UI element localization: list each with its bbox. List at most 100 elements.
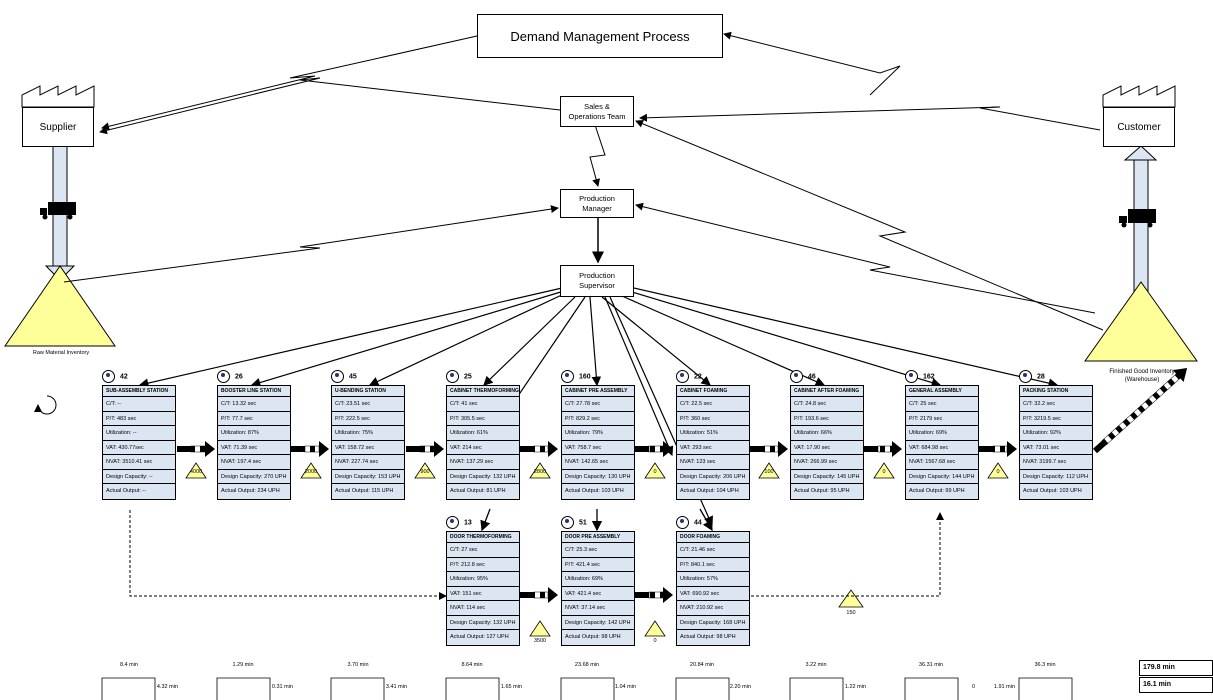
information-flows <box>63 31 1104 331</box>
wait-time: 8.64 min <box>461 662 483 668</box>
process-metric-util: Utilization: 87% <box>218 426 290 441</box>
operator-count-value: 26 <box>235 373 243 381</box>
supplier-truck-icon <box>40 202 76 220</box>
process-metric-pt: P/T: 222.5 sec <box>332 412 404 426</box>
process-title: PACKING STATION <box>1020 386 1092 397</box>
total-process-time: 16.1 min <box>1139 677 1213 693</box>
operator-icon <box>102 370 115 383</box>
operator-icon <box>676 370 689 383</box>
demand-management-box[interactable]: Demand Management Process <box>477 14 723 58</box>
process-metric-vat: VAT: 684.98 sec <box>906 441 978 455</box>
wait-time: 23.68 min <box>574 662 600 668</box>
operator-icon <box>561 516 574 529</box>
process-metric-vat: VAT: 690.92 sec <box>677 587 749 601</box>
process-metric-util: Utilization: 51% <box>677 426 749 441</box>
process-metric-out: Actual Output: 99 UPH <box>909 488 965 494</box>
operator-icon <box>446 516 459 529</box>
process-metric-ct: C/T: 24.8 sec <box>791 397 863 412</box>
inventory-value: 2000 <box>304 469 318 475</box>
process-time: 3.41 min <box>385 684 407 690</box>
process-metric-out: Actual Output: 98 UPH <box>680 634 736 640</box>
process-metric-cap: Design Capacity: -- <box>103 470 175 484</box>
sales-operations-box[interactable]: Sales & Operations Team <box>560 96 634 127</box>
process-time: 1.04 min <box>614 684 636 690</box>
process-metric-vat: VAT: 293 sec <box>677 441 749 455</box>
process-time: 1.65 min <box>500 684 522 690</box>
wait-time: 36.31 min <box>918 662 944 668</box>
production-manager-label: Production Manager <box>579 193 615 213</box>
process-metric-out: Actual Output: 127 UPH <box>450 634 509 640</box>
process-metric-out: Actual Output: 234 UPH <box>221 488 280 494</box>
operator-icon <box>217 370 230 383</box>
wait-time: 8.4 min <box>119 662 139 668</box>
operator-count: 44 <box>676 516 702 529</box>
inventory-value: 3500 <box>533 638 547 644</box>
production-supervisor-label: Production Supervisor <box>579 271 615 290</box>
process-metric-ct: C/T: 25 sec <box>906 397 978 412</box>
inventory-triangles <box>185 462 1009 637</box>
process-metric-cap: Design Capacity: 206 UPH <box>677 470 749 484</box>
process-metric-pt: P/T: 77.7 sec <box>218 412 290 426</box>
process-metric-pt: P/T: 421.4 sec <box>562 558 634 572</box>
raw-material-inventory-triangle <box>4 265 116 347</box>
process-time: 1.22 min <box>844 684 866 690</box>
supplier-box[interactable]: Supplier <box>22 107 94 147</box>
operator-count: 46 <box>790 370 816 383</box>
process-metric-cap: Design Capacity: 144 UPH <box>906 470 978 484</box>
wait-time: 36.3 min <box>1034 662 1056 668</box>
process-metric-nvat: NVAT: 114 sec <box>447 601 519 616</box>
operator-count: 51 <box>561 516 587 529</box>
process-metric-nvat: NVAT: 37.14 sec <box>562 601 634 616</box>
process-metric-pt: P/T: 829.2 sec <box>562 412 634 426</box>
process-title: SUB-ASSEMBLY STATION <box>103 386 175 397</box>
process-metric-nvat: NVAT: 123 sec <box>677 455 749 470</box>
process-metric-util: Utilization: 92% <box>1020 426 1092 441</box>
process-time: 2.20 min <box>729 684 751 690</box>
process-metric-nvat: NVAT: 1567.68 sec <box>906 455 978 470</box>
process-metric-nvat: NVAT: 3510.41 sec <box>103 455 175 470</box>
process-title: CABINET FOAMING <box>677 386 749 397</box>
process-metric-cap: Design Capacity: 153 UPH <box>332 470 404 484</box>
operator-icon <box>446 370 459 383</box>
operator-count-value: 22 <box>694 373 702 381</box>
timeline-ladder <box>101 677 1073 700</box>
customer-label: Customer <box>1117 121 1161 133</box>
operator-count: 26 <box>217 370 243 383</box>
process-metric-out: Actual Output: 103 UPH <box>565 488 624 494</box>
customer-box[interactable]: Customer <box>1103 107 1175 147</box>
process-metric-ct: C/T: 27 sec <box>447 543 519 558</box>
process-metric-cap: Design Capacity: 112 UPH <box>1020 470 1092 484</box>
process-metric-util: Utilization: 61% <box>447 426 519 441</box>
push-arrows <box>177 368 1188 603</box>
process-metric-out: Actual Output: 104 UPH <box>680 488 739 494</box>
inventory-value: 4000 <box>189 469 203 475</box>
production-manager-box[interactable]: Production Manager <box>560 189 634 218</box>
operator-icon <box>905 370 918 383</box>
process-metric-ct: C/T: 21.46 sec <box>677 543 749 558</box>
process-metric-util: Utilization: 95% <box>447 572 519 587</box>
process-metric-pt: P/T: 212.8 sec <box>447 558 519 572</box>
operator-count-value: 13 <box>464 519 472 527</box>
process-metric-util: Utilization: 79% <box>562 426 634 441</box>
process-metric-ct: C/T: 25.3 sec <box>562 543 634 558</box>
production-supervisor-box[interactable]: Production Supervisor <box>560 265 634 297</box>
process-metric-vat: VAT: 71.39 sec <box>218 441 290 455</box>
process-metric-cap: Design Capacity: 132 UPH <box>447 616 519 630</box>
process-time: 4.32 min <box>156 684 178 690</box>
operator-count-value: 51 <box>579 519 587 527</box>
operator-icon <box>1019 370 1032 383</box>
process-metric-vat: VAT: 421.4 sec <box>562 587 634 601</box>
operator-count: 13 <box>446 516 472 529</box>
